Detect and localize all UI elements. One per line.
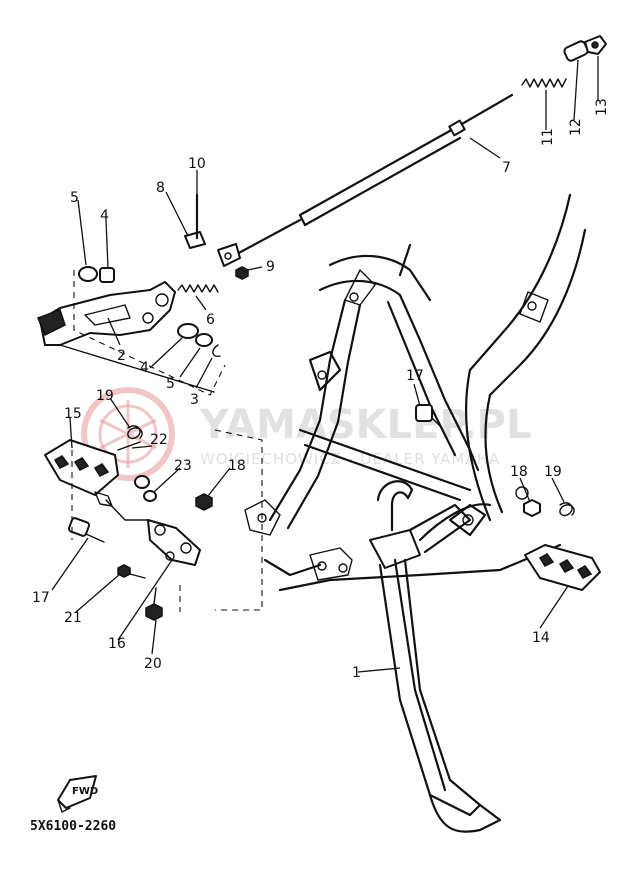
assembly-outline-lines	[59, 270, 263, 612]
footrest-15	[44, 439, 119, 507]
callout-12: 12	[568, 118, 584, 136]
callout-16: 16	[108, 636, 126, 652]
pin-13	[584, 35, 607, 55]
callout-labels: 1 2 3 4 4 5 5 6 7 8 9 10 11 12 13 14 15 …	[32, 98, 610, 681]
callout-6: 6	[206, 312, 215, 328]
callout-9: 9	[266, 259, 275, 275]
callout-1: 1	[352, 665, 361, 681]
bushing-4-bottom	[177, 323, 199, 339]
callout-19-right: 19	[544, 464, 562, 480]
watermark-sub-text: WOJCIECHOWICZ - DEALER YAMAHA	[200, 450, 500, 468]
callout-5-top: 5	[70, 190, 79, 206]
pin-22	[117, 441, 141, 451]
callout-19-left: 19	[96, 388, 114, 404]
sidestand-1	[369, 480, 502, 833]
callout-4-top: 4	[100, 208, 109, 224]
callout-20: 20	[144, 656, 162, 672]
nut-18-left	[195, 493, 213, 511]
callout-2: 2	[117, 348, 126, 364]
frame-bracket	[309, 547, 353, 581]
callout-18-right: 18	[510, 464, 528, 480]
bolt-21	[117, 564, 146, 579]
leader-lines	[51, 56, 599, 673]
callout-8: 8	[156, 180, 165, 196]
callout-17-right: 17	[406, 368, 424, 384]
callout-10: 10	[188, 156, 206, 172]
callout-4-bottom: 4	[140, 360, 149, 376]
footrest-14	[524, 544, 601, 591]
reference-code: 5X6100-2260	[30, 819, 116, 834]
callout-21: 21	[64, 610, 82, 626]
spring-6	[177, 284, 219, 293]
washer-5-top	[78, 266, 98, 282]
nut-18-right	[523, 499, 541, 517]
callout-14: 14	[532, 630, 550, 646]
callout-23: 23	[174, 458, 192, 474]
clip-3	[212, 344, 221, 358]
watermark-main-text: YAMASKLEP.PL	[199, 402, 531, 448]
bolt-17-right	[415, 404, 443, 429]
fwd-arrow: FWD	[57, 775, 98, 813]
spring-19-right	[559, 502, 575, 517]
bolt-17-left	[67, 517, 105, 543]
callout-17-left: 17	[32, 590, 50, 606]
frame-outline	[244, 193, 587, 592]
callout-5-bottom: 5	[166, 376, 175, 392]
callout-13: 13	[594, 98, 610, 116]
callout-15: 15	[64, 406, 82, 422]
callout-7: 7	[502, 160, 511, 176]
footrest-bracket-16	[147, 519, 201, 566]
spring-11	[521, 78, 567, 88]
clevis-8-10	[184, 193, 241, 267]
brake-pedal-2	[37, 281, 176, 346]
cable-7	[233, 93, 514, 257]
nut-9	[235, 266, 249, 280]
bolt-20	[145, 587, 163, 621]
spring-19-left	[127, 425, 143, 440]
callout-3: 3	[190, 392, 199, 408]
cotter-pin-left	[134, 475, 150, 489]
fwd-label: FWD	[72, 786, 98, 797]
washer-23	[143, 490, 157, 502]
callout-11: 11	[540, 128, 556, 146]
bushing-4-top	[99, 267, 115, 283]
callout-18-left: 18	[228, 458, 246, 474]
washer-5-bottom	[195, 333, 213, 347]
callout-22: 22	[150, 432, 168, 448]
